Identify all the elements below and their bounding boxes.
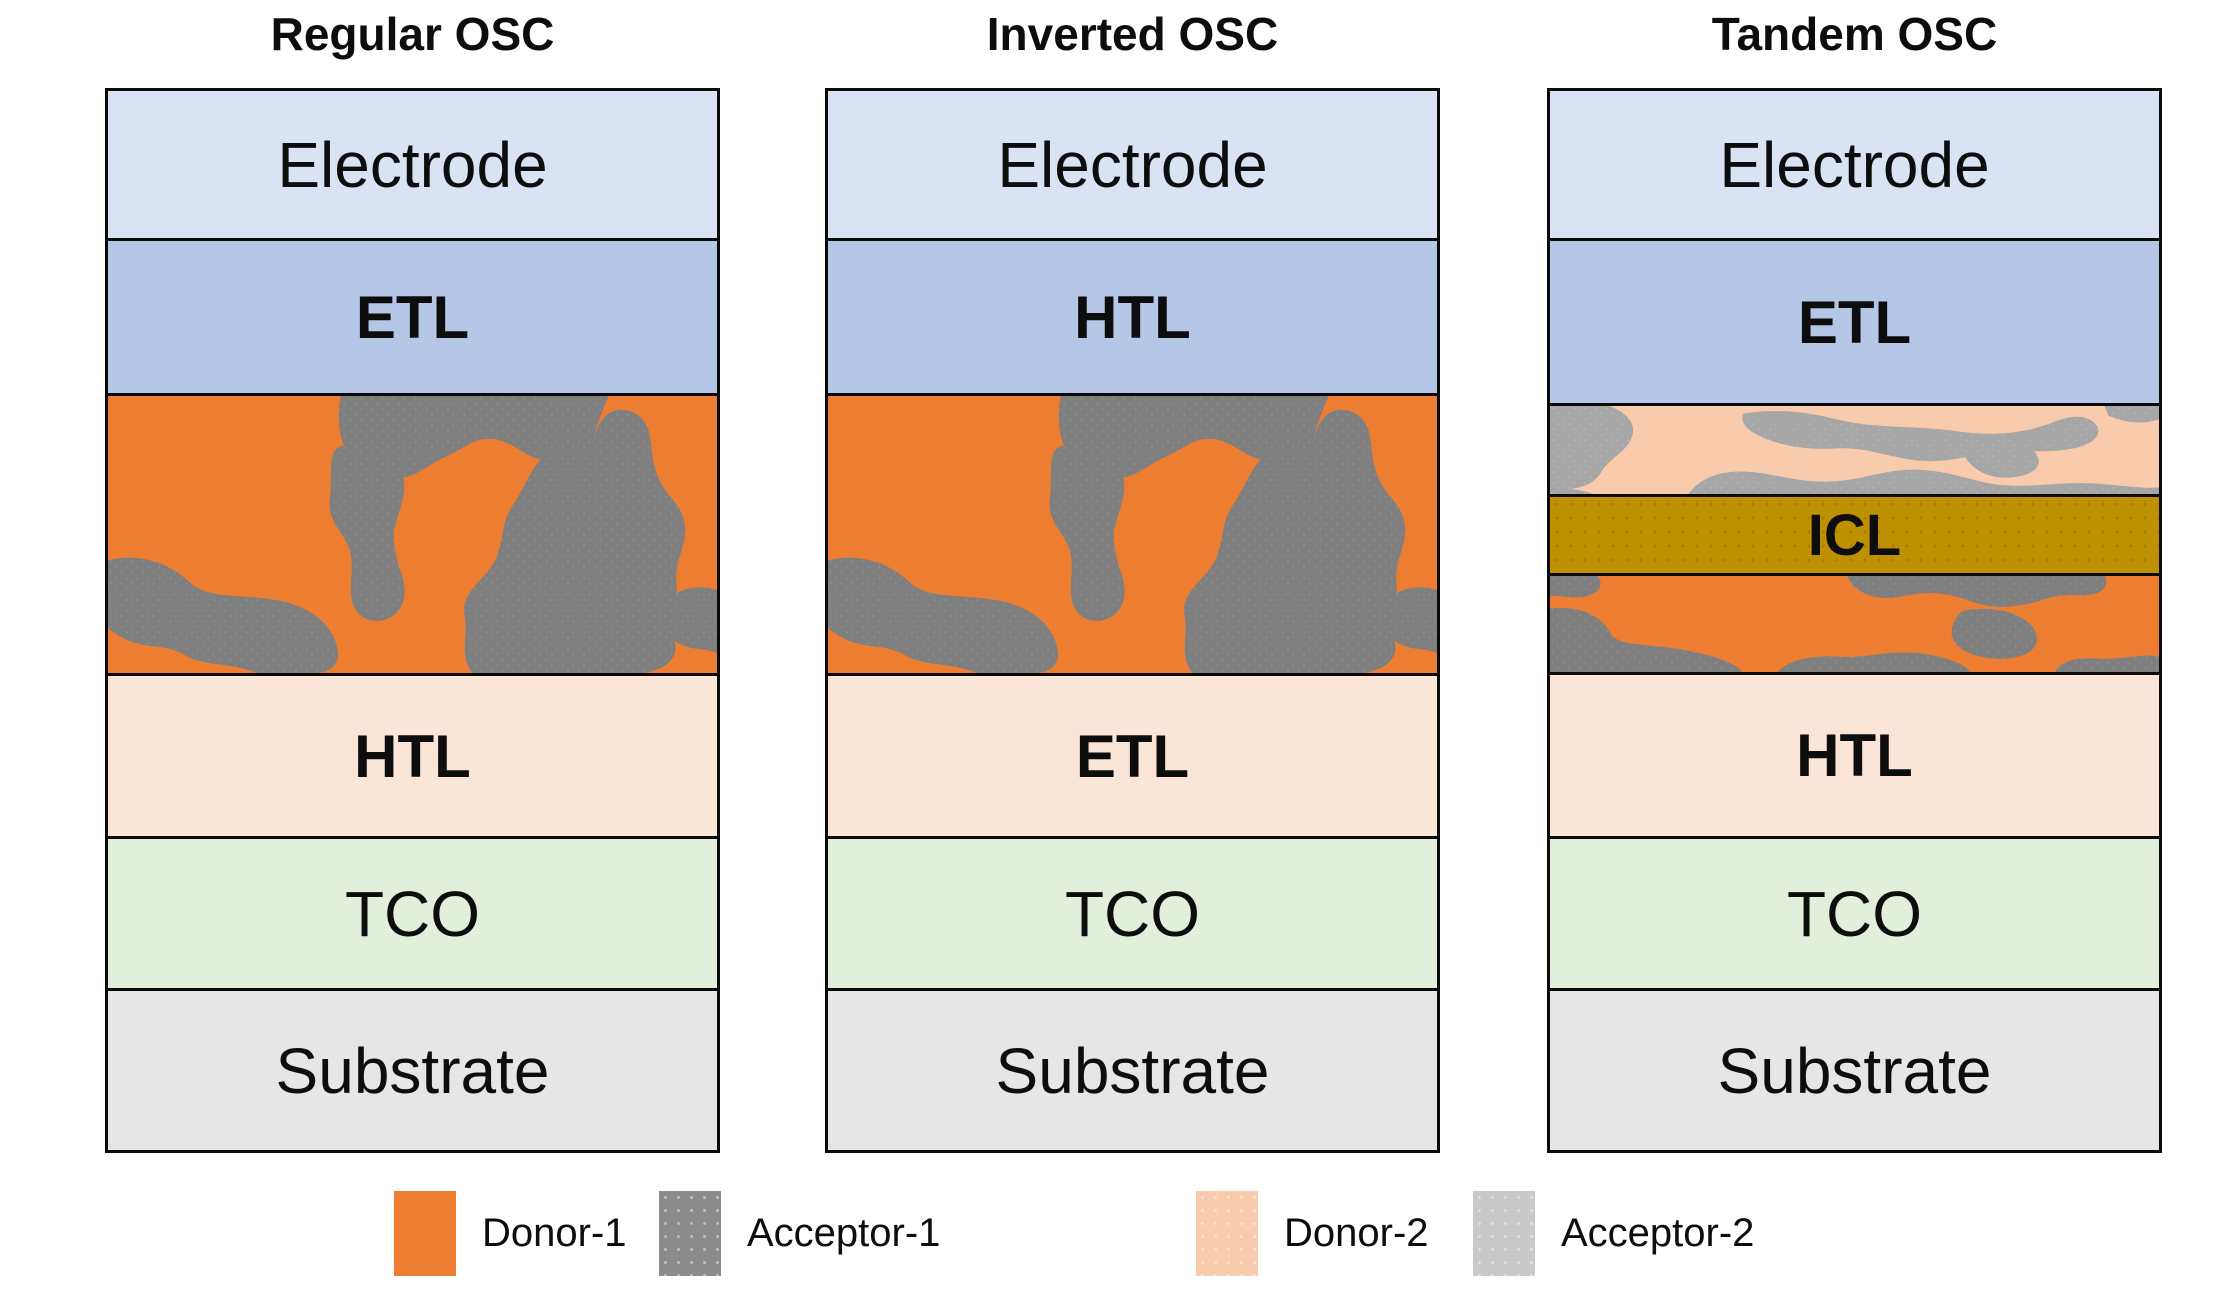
legend-swatch-acceptor2 (1473, 1190, 1535, 1276)
layer-substrate: Substrate (1550, 991, 2159, 1150)
layer-electrode: Electrode (1550, 91, 2159, 241)
layer-active-blend-donor1-acceptor1 (828, 396, 1437, 676)
legend-swatch-acceptor1 (659, 1190, 721, 1276)
legend-label-acceptor1: Acceptor-1 (747, 1210, 941, 1255)
legend-label-donor2: Donor-2 (1284, 1210, 1429, 1255)
layer-tco: TCO (1550, 839, 2159, 991)
layer-label-substrate: Substrate (275, 1034, 550, 1107)
layer-substrate: Substrate (108, 991, 717, 1150)
panel-tandem-osc: Electrode ETL ICL (1547, 88, 2162, 1153)
layer-etl: ETL (828, 676, 1437, 839)
legend-swatch-donor2 (1196, 1190, 1258, 1276)
layer-active-blend-donor2-acceptor2 (1550, 406, 2159, 497)
layer-active-blend-donor1-acceptor1 (108, 396, 717, 676)
blend-art-donor2-acceptor2 (1550, 406, 2159, 494)
layer-label-etl: ETL (1797, 288, 1912, 356)
legend-label-acceptor2: Acceptor-2 (1561, 1210, 1755, 1255)
layer-htl: HTL (828, 241, 1437, 396)
blend-art-donor1-acceptor1 (1550, 576, 2159, 672)
legend-item-donor1: Donor-1 (394, 1190, 627, 1276)
blend-art-donor1-acceptor1 (828, 396, 1437, 673)
layer-tco: TCO (828, 839, 1437, 991)
layer-electrode: Electrode (108, 91, 717, 241)
layer-htl: HTL (108, 676, 717, 839)
layer-icl: ICL (1550, 497, 2159, 576)
layer-label-tco: TCO (1064, 877, 1201, 950)
layer-label-substrate: Substrate (1717, 1034, 1992, 1107)
legend-swatch-donor1 (394, 1190, 456, 1276)
layer-label-htl: HTL (354, 722, 471, 790)
layer-label-electrode: Electrode (997, 128, 1268, 201)
layer-label-icl: ICL (1807, 502, 1902, 568)
layer-label-electrode: Electrode (1719, 128, 1990, 201)
layer-label-tco: TCO (1786, 877, 1923, 950)
layer-etl: ETL (1550, 241, 2159, 406)
layer-label-htl: HTL (1796, 722, 1913, 789)
panel-inverted-osc: Electrode HTL ETL TCO Substrate (825, 88, 1440, 1153)
layer-active-blend-donor1-acceptor1 (1550, 576, 2159, 675)
layer-label-electrode: Electrode (277, 128, 548, 201)
legend-item-acceptor1: Acceptor-1 (659, 1190, 940, 1276)
legend-item-acceptor2: Acceptor-2 (1473, 1190, 1754, 1276)
layer-label-tco: TCO (344, 877, 481, 950)
layer-label-etl: ETL (1075, 722, 1190, 790)
legend-item-donor2: Donor-2 (1196, 1190, 1429, 1276)
blend-art-donor1-acceptor1 (108, 396, 717, 673)
panel-title-inverted-osc: Inverted OSC (986, 8, 1279, 60)
layer-label-htl: HTL (1074, 283, 1191, 351)
layer-label-etl: ETL (355, 283, 470, 351)
layer-tco: TCO (108, 839, 717, 991)
panel-title-tandem-osc: Tandem OSC (1711, 8, 1998, 60)
layer-substrate: Substrate (828, 991, 1437, 1150)
layer-htl: HTL (1550, 675, 2159, 839)
panel-regular-osc: Electrode ETL HTL TCO Substrate (105, 88, 720, 1153)
panel-title-regular-osc: Regular OSC (270, 8, 555, 60)
layer-electrode: Electrode (828, 91, 1437, 241)
layer-etl: ETL (108, 241, 717, 396)
legend: Donor-1 Acceptor-1 Donor-2 Acceptor-2 (0, 1190, 2228, 1280)
legend-label-donor1: Donor-1 (482, 1210, 627, 1255)
layer-label-substrate: Substrate (995, 1034, 1270, 1107)
